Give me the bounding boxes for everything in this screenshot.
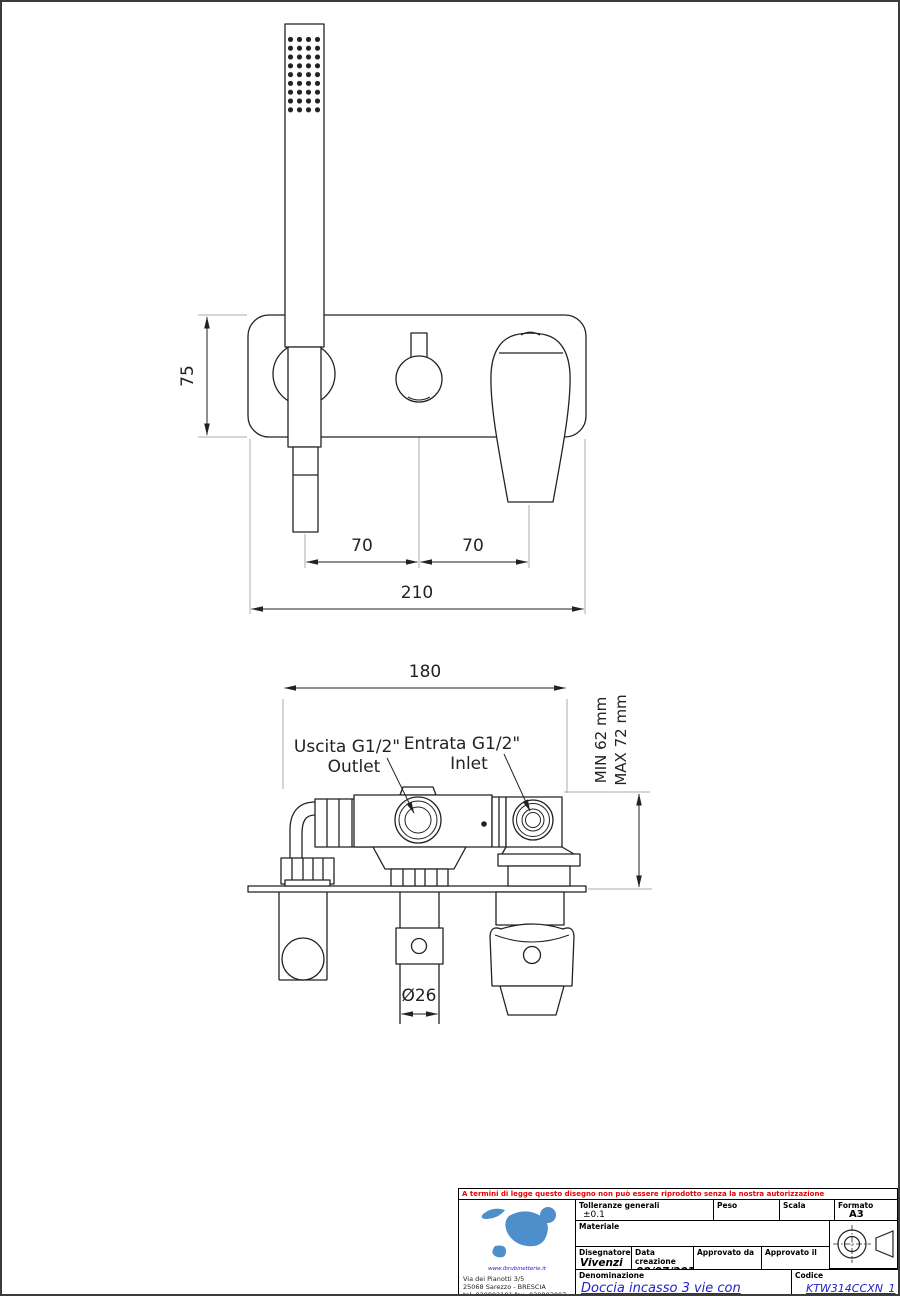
materiale-cell: Materiale	[575, 1220, 830, 1247]
label-outlet-it: Uscita G1/2"	[294, 737, 400, 757]
company-address: Via dei Pianotti 3/5 25068 Sarezzo - BRE…	[459, 1275, 575, 1296]
formato-value: A3	[849, 1209, 864, 1220]
first-angle-projection-icon	[833, 1225, 894, 1263]
inlet-port	[512, 799, 554, 841]
lever-handle	[490, 331, 571, 503]
approvato-il-cell: Approvato il	[761, 1246, 830, 1270]
dim-spindle-diameter: Ø26	[401, 986, 436, 1006]
leader-lines	[386, 753, 531, 814]
disegnatore-label: Disegnatore	[579, 1248, 631, 1257]
front-view-dimensions	[204, 316, 584, 612]
label-inlet-en: Inlet	[450, 754, 488, 774]
codice-value: KTW314CCXN_1	[806, 1282, 896, 1295]
company-logo	[481, 1207, 556, 1258]
codice-label: Codice	[795, 1271, 824, 1280]
data-creazione-value: 08/07/2014	[632, 1266, 693, 1270]
denominazione-cell: Denominazione Doccia incasso 3 vie con d…	[575, 1269, 792, 1296]
approvato-il-label: Approvato il	[765, 1248, 817, 1257]
logo-website-text: www.ibrubinetterie.it	[488, 1266, 546, 1272]
peso-label: Peso	[717, 1201, 738, 1210]
data-creazione-cell: Data creazione 08/07/2014	[631, 1246, 694, 1270]
dim-body-width: 180	[409, 662, 441, 682]
label-outlet-en: Outlet	[328, 757, 381, 777]
lever-section	[489, 891, 575, 1016]
disegnatore-value: Vivenzi M.	[580, 1257, 623, 1270]
tolerances-cell: Tolleranze generali ±0.1	[575, 1199, 714, 1221]
denominazione-value: Doccia incasso 3 vie con doccetta TW	[581, 1281, 741, 1296]
section-view-extension-lines	[282, 699, 652, 890]
address-line-3: tel. 030802101 fax. 030803097	[463, 1291, 567, 1296]
codice-cell: Codice KTW314CCXN_1	[791, 1269, 898, 1295]
approvato-da-cell: Approvato da	[693, 1246, 762, 1270]
materiale-label: Materiale	[579, 1222, 620, 1231]
data-creazione-label: Data creazione	[635, 1248, 676, 1266]
hose-outlet-knob	[281, 937, 325, 981]
dim-plate-width: 210	[401, 583, 433, 603]
diverter-spindle-block	[395, 927, 444, 965]
spray-nozzles	[286, 35, 322, 115]
label-inlet-it: Entrata G1/2"	[404, 734, 520, 754]
company-logo-cell: www.ibrubinetterie.it Via dei Pianotti 3…	[459, 1200, 576, 1296]
denominazione-label: Denominazione	[579, 1271, 645, 1280]
approvato-da-label: Approvato da	[697, 1248, 755, 1257]
disegnatore-cell: Disegnatore Vivenzi M.	[575, 1246, 632, 1270]
below-plate-parts	[278, 891, 575, 1024]
tolerances-value: ±0.1	[583, 1210, 605, 1220]
formato-label: Formato	[838, 1201, 874, 1210]
tolerances-label: Tolleranze generali	[579, 1201, 660, 1210]
section-view-dimensions	[284, 685, 642, 1017]
hand-shower	[272, 23, 336, 533]
mounting-plate-edge	[247, 885, 587, 893]
section-view: 180 Uscita G1/2" Outlet Entrata G1/2" In…	[247, 662, 652, 1024]
projection-symbol-cell	[829, 1220, 898, 1269]
dim-depth-min: MIN 62 mm	[592, 697, 610, 783]
peso-cell: Peso	[713, 1199, 780, 1221]
holder-bracket	[287, 346, 322, 448]
technical-drawing: 75 70 70 210	[178, 23, 652, 1024]
address-line-1: Via dei Pianotti 3/5	[463, 1275, 525, 1283]
scala-cell: Scala	[779, 1199, 835, 1221]
front-view: 75 70 70 210	[178, 23, 587, 614]
hose-connector	[292, 446, 319, 533]
address-line-2: 25068 Sarezzo - BRESCIA	[463, 1283, 546, 1291]
inlet-valve	[481, 796, 581, 887]
diverter-knob	[395, 332, 443, 403]
dim-depth-max: MAX 72 mm	[612, 694, 630, 785]
scala-label: Scala	[783, 1201, 806, 1210]
valve-body	[353, 786, 493, 887]
outlet-port	[394, 796, 442, 844]
formato-cell: Formato A3	[834, 1199, 898, 1221]
dim-pitch-left: 70	[351, 536, 373, 556]
dim-pitch-right: 70	[462, 536, 484, 556]
dim-plate-height: 75	[178, 365, 198, 387]
title-block: A termini di legge questo disegno non pu…	[458, 1188, 898, 1296]
